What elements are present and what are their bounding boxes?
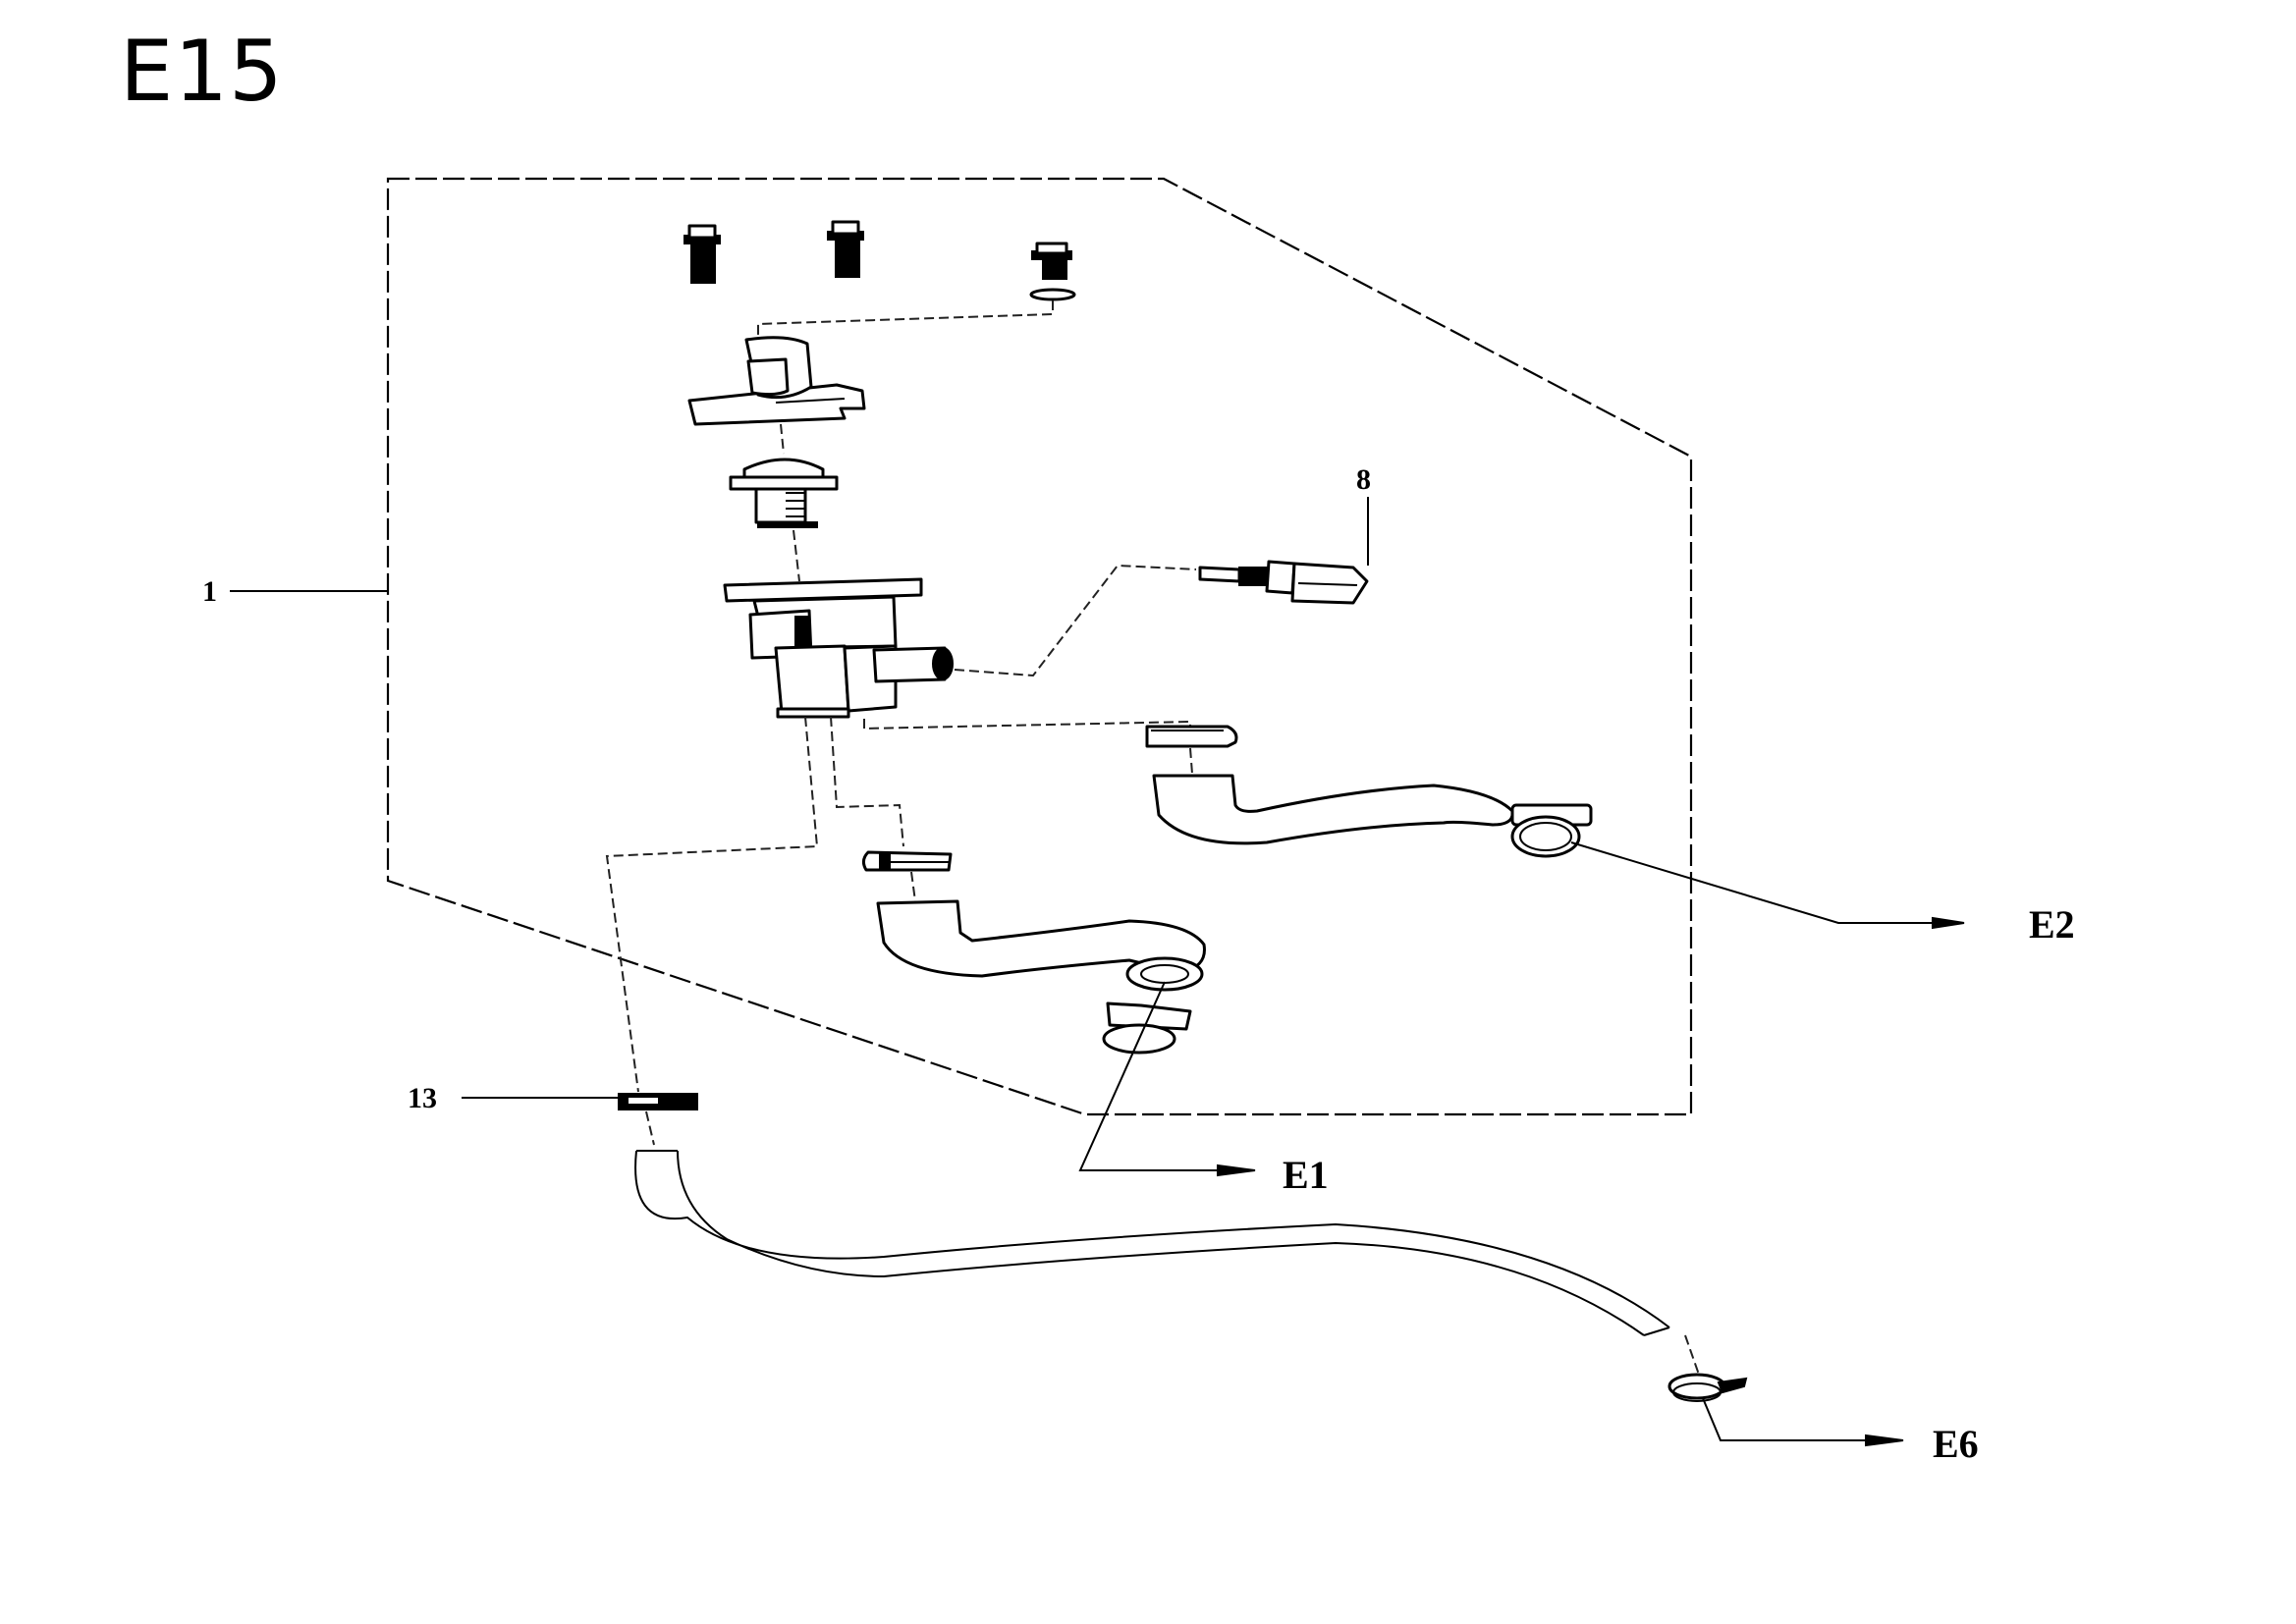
assembly-line (780, 423, 785, 455)
assembly-line (863, 719, 1191, 731)
assembly-line (910, 871, 916, 902)
reference-e2-label: E2 (2029, 902, 2075, 947)
lower-hose[interactable] (876, 899, 1206, 992)
washer[interactable] (1029, 288, 1076, 301)
assembly-line (954, 564, 1197, 677)
assembly-frame (386, 177, 1693, 1116)
spring-clamp-upper[interactable] (1510, 803, 1593, 858)
reference-e1-label: E1 (1283, 1153, 1329, 1197)
assembly-line (605, 716, 819, 1093)
hose-clamp-upper[interactable] (1145, 725, 1238, 748)
thermostat[interactable] (729, 458, 839, 528)
bolt-1[interactable] (683, 224, 721, 284)
reference-e6[interactable]: E6 (1684, 1334, 1979, 1466)
temperature-sensor[interactable] (1198, 560, 1369, 605)
callout-1: 1 (202, 575, 388, 608)
bolt-3[interactable] (1031, 242, 1072, 280)
hose-clip[interactable] (618, 1093, 698, 1110)
callout-8-label: 8 (1356, 463, 1371, 496)
callout-8: 8 (1356, 463, 1371, 566)
spring-clamp-e6[interactable] (1667, 1373, 1748, 1402)
page-title: E15 (120, 23, 284, 121)
thermostat-cover[interactable] (687, 336, 866, 426)
callout-1-label: 1 (202, 575, 217, 608)
assembly-line (645, 1110, 655, 1146)
bolt-2[interactable] (827, 220, 864, 278)
assembly-line (830, 716, 904, 847)
assembly-line (793, 529, 800, 582)
reference-e2[interactable]: E2 (1570, 841, 2075, 947)
reference-e1[interactable]: E1 (1078, 981, 1329, 1197)
long-bypass-hose[interactable] (634, 1150, 1670, 1336)
callout-13: 13 (408, 1082, 619, 1114)
reference-e6-label: E6 (1933, 1422, 1979, 1466)
spring-clamp-lower[interactable] (1102, 1001, 1192, 1055)
assembly-line (1189, 747, 1193, 775)
callout-13-label: 13 (408, 1082, 437, 1114)
hose-clamp-lower[interactable] (861, 850, 953, 872)
thermostat-housing[interactable] (723, 577, 954, 719)
upper-hose[interactable] (1152, 774, 1514, 845)
